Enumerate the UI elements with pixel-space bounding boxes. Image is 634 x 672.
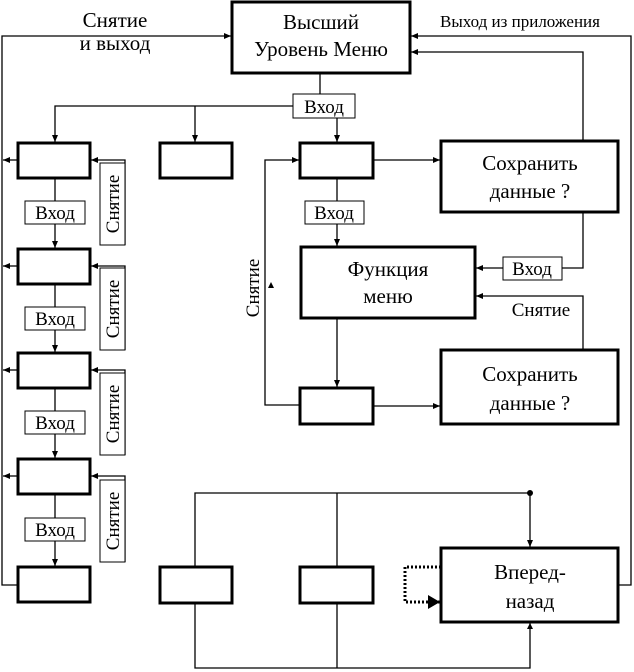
enter-label: Вход: [314, 203, 354, 224]
forward-back-box: Вперед- назад: [439, 546, 620, 624]
function-box-line1: Функция: [348, 257, 429, 281]
menu-box: [298, 141, 375, 180]
save-box-line2: данные ?: [490, 179, 570, 203]
cancel-label: Снятие: [512, 300, 570, 321]
save-box-line1: Сохранить: [482, 151, 578, 175]
enter-label: Вход: [35, 203, 75, 224]
navigation-group: Вперед- назад: [158, 490, 620, 669]
cancel-label: Снятие: [103, 385, 124, 443]
enter-label: Вход: [512, 259, 552, 280]
exit-app-label: Выход из приложения: [440, 12, 600, 31]
exit-app-connector: Выход из приложения: [411, 12, 632, 586]
enter-label: Вход: [35, 309, 75, 330]
save-box-line2: данные ?: [490, 391, 570, 415]
menu-box: [158, 141, 234, 180]
menu-box: [16, 351, 92, 390]
nav-box-line2: назад: [506, 589, 555, 613]
cancel-label: Снятие: [103, 175, 124, 233]
menu-box: [16, 247, 92, 286]
function-menu-box: Функция меню: [299, 245, 477, 320]
nav-box-line1: Вперед-: [494, 560, 566, 584]
menu-box: [298, 565, 375, 605]
top-level-menu-box: Высший Уровень Меню: [230, 0, 412, 75]
exit-left-connector: Снятие и выход: [1, 8, 231, 586]
menu-box: [16, 141, 92, 180]
enter-branch: Вход: [52, 73, 356, 142]
function-box-line2: меню: [363, 284, 413, 308]
cancel-label: Снятие: [243, 259, 264, 317]
cancel-label: Снятие: [103, 280, 124, 338]
enter-label-top: Вход: [304, 97, 344, 118]
exit-left-label-1: Снятие: [83, 8, 148, 32]
enter-label: Вход: [35, 413, 75, 434]
top-box-line2: Уровень Меню: [254, 37, 388, 61]
menu-box: [16, 457, 92, 496]
cancel-label: Снятие: [103, 492, 124, 550]
menu-box: [298, 386, 375, 426]
function-branch: Сохранить данные ? Вход Функция меню Вхо…: [243, 139, 620, 426]
exit-left-label-2: и выход: [80, 31, 151, 55]
top-box-line1: Высший: [283, 10, 359, 34]
menu-box: [16, 565, 92, 604]
save-data-box: Сохранить данные ?: [439, 139, 620, 214]
enter-label: Вход: [35, 520, 75, 541]
save-data-box: Сохранить данные ?: [439, 348, 620, 426]
left-menu-chain: Вход Вход Вход Вход Снятие Снятие Снятие…: [2, 141, 126, 604]
menu-box: [158, 565, 234, 605]
save-box-line1: Сохранить: [482, 362, 578, 386]
